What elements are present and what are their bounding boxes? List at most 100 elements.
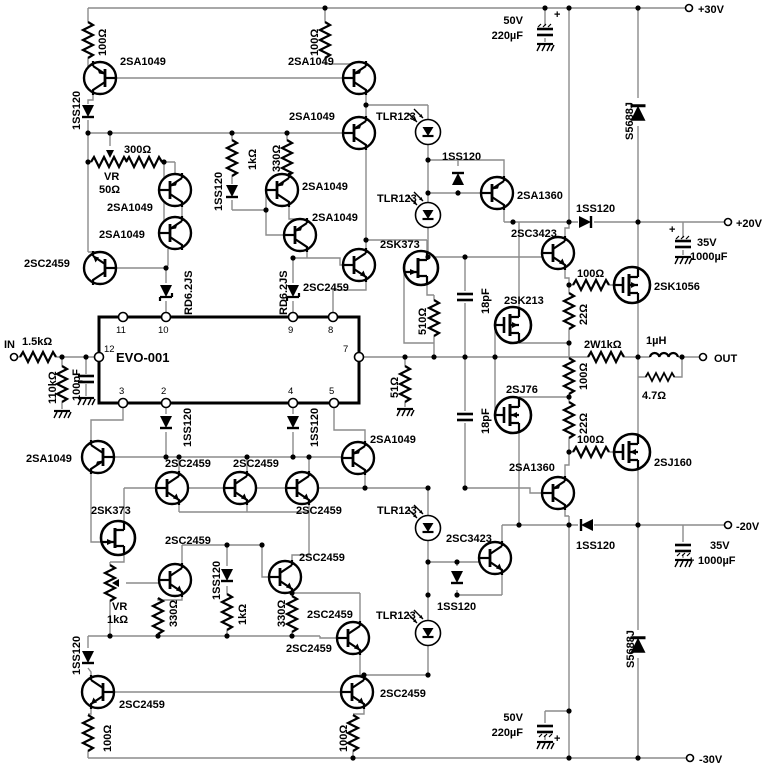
label-vr50-t: VR [104,171,119,183]
ic-pin-8 [327,311,339,323]
terminal-in[interactable] [9,352,19,362]
label-1ss120-lm2: 1SS120 [211,561,223,600]
terminal-n20v[interactable] [723,520,733,530]
label-vr1k-v: 1kΩ [107,614,128,626]
label-330-t: 330Ω [271,145,283,172]
diode-1ss120-pin4 [285,414,301,430]
label-100-bm: 100Ω [338,725,350,752]
label-1uh: 1µH [646,335,666,347]
label-vr1k-t: VR [112,601,127,613]
label-vr50-v: 50Ω [99,184,120,196]
label-1ss120-p20: 1SS120 [576,203,615,215]
terminal-out[interactable] [698,352,708,362]
label-1000uf-l-v: 35V [710,540,730,552]
label-led1: TLR123 [376,111,416,123]
resistor-330ohm-b1 [151,596,165,636]
pin-4-number: 4 [288,386,293,397]
mosfet-2sk1056 [612,265,652,305]
label-2sa1360-l: 2SA1360 [509,462,555,474]
transistor-2sc2459-c1 [154,469,190,507]
label-led4: TLR123 [376,610,416,622]
label-2sk373-u: 2SK373 [380,239,420,251]
transistor-2sa1049-q11 [264,171,300,209]
ic-pin-4 [287,397,299,409]
transistor-2sa1049-q6 [157,214,193,252]
wire-right [544,8,724,758]
mosfet-2sj160 [612,432,652,472]
ic-pin-3 [117,397,129,409]
resistor-1kohm-bottom [220,592,234,632]
resistor-1.5kohm [18,350,58,364]
capacitor-1000uf-upper [673,234,693,249]
plus-1000uf-u: + [669,224,675,236]
label-2sj76: 2SJ76 [506,384,538,396]
label-220uf-top-c: 220µF [492,30,524,42]
inductor-1uh [648,351,680,359]
wires [18,7,724,759]
label-led3: TLR123 [377,505,417,517]
resistor-300ohm [124,155,164,169]
label-1000uf-u-v: 35V [697,237,717,249]
ic-pin-2 [160,397,172,409]
resistor-100ohm-top-mid [318,20,332,60]
label-220uf-top-v: 50V [503,15,523,27]
label-2sc3423-l: 2SC3423 [446,533,492,545]
transistor-2sc3423-lower [477,539,513,577]
resistor-4.7ohm [644,372,676,382]
terminal-p20v[interactable] [723,217,733,227]
label-qc2: 2SC2459 [233,458,279,470]
pin-8-number: 8 [328,325,333,336]
pin-10-number: 10 [158,325,169,336]
label-100-mid: 100Ω [578,363,590,390]
label-2sk373-l: 2SK373 [91,505,131,517]
ic-pin-9 [287,311,299,323]
transistor-2sa1049-b1 [80,438,116,476]
label-qcb1: 2SC2459 [119,699,165,711]
ic-pins: 11 10 9 8 12 7 3 2 4 5 [93,311,365,409]
ic-evo001-body [97,315,361,405]
terminal-n30v[interactable] [685,753,695,763]
label-1k-t: 1kΩ [247,149,259,170]
label-220uf-bot-c: 220µF [492,727,524,739]
transistor-2sa1049-q17 [341,59,377,97]
label-p30v: +30V [698,4,725,16]
label-1000uf-u-c: 1000µF [690,251,728,263]
jfet-2sk373-upper [402,249,440,287]
label-1k-b: 1kΩ [237,604,249,625]
pin-11-number: 11 [116,325,126,336]
diode-1ss120-top-left [80,103,96,119]
label-330-b1: 330Ω [168,600,180,627]
label-1000uf-l-c: 1000µF [698,555,736,567]
transistor-2sc2459-c2 [222,469,258,507]
transistor-2sa1360-upper [479,174,515,212]
diode-1ss120-top-mid [450,171,466,187]
resistor-22ohm-lower [562,400,576,440]
label-qcb2: 2SC2459 [380,688,426,700]
label-qc4: 2SC2459 [165,535,211,547]
ground-51ohm [395,407,416,418]
label-qB: 2SA1049 [370,434,416,446]
label-led2: TLR123 [377,193,417,205]
transistor-2sc3423-upper [540,234,576,272]
label-q1: 2SA1049 [120,56,166,68]
label-300: 300Ω [124,144,151,156]
resistor-100ohm-top-left [81,20,95,60]
resistor-330ohm-b2 [285,594,299,634]
mosfet-2sj76 [493,395,533,435]
label-qc5b: 2SC2459 [286,643,332,655]
pin-5-number: 5 [329,386,334,397]
resistor-100ohm-gate1 [571,278,611,292]
zener-rd62js-1 [158,283,174,303]
label-rd2: RD6.2JS [278,270,290,315]
label-330-b2: 330Ω [276,600,288,627]
ground-220uf-bottom [535,740,556,751]
label-100-tl: 100Ω [97,29,109,56]
label-110k: 110kΩ [47,371,59,404]
label-p20v: +20V [736,218,763,230]
terminal-p30v[interactable] [684,3,694,13]
label-1ss120-tm: 1SS120 [442,151,481,163]
capacitor-18pf-upper [455,292,475,302]
ground-220uf-top [535,42,556,53]
diode-1ss120-top2 [224,183,240,199]
label-2sc3423-u: 2SC3423 [511,228,557,240]
